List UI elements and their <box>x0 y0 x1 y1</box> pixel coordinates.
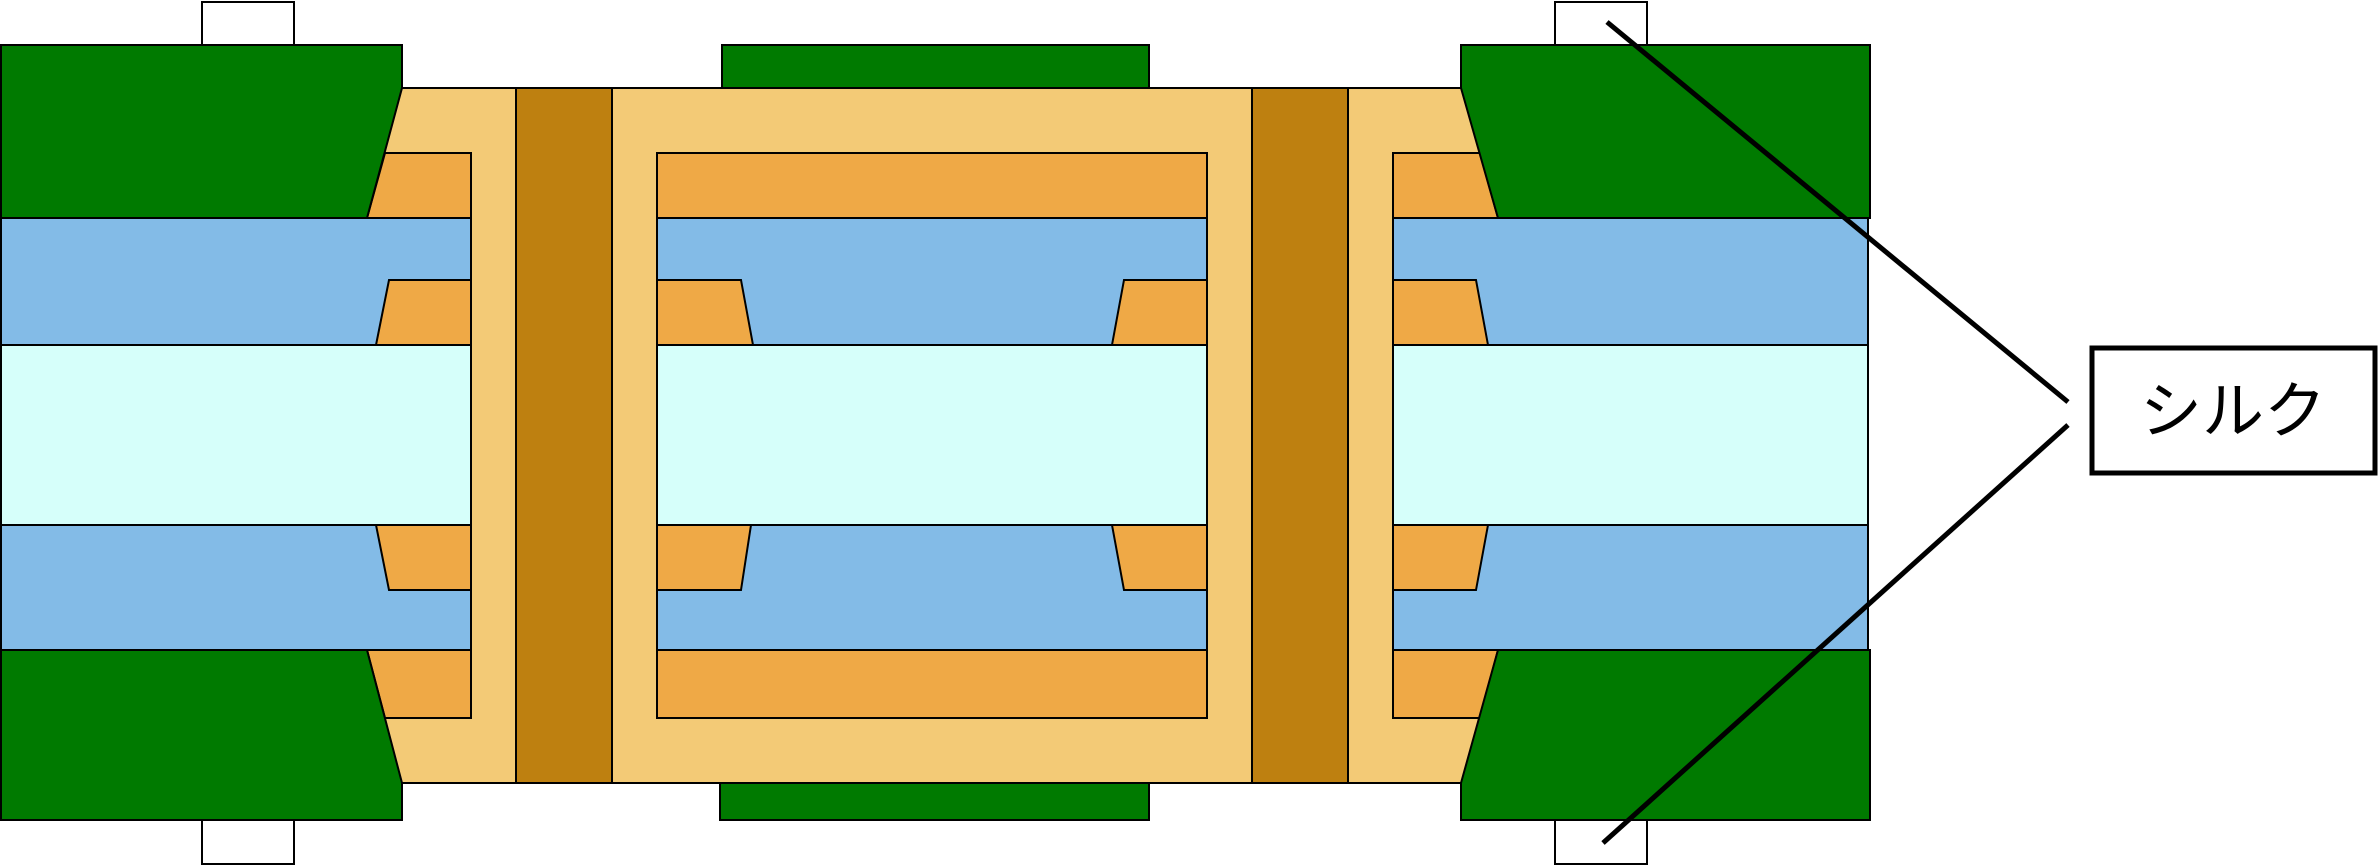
core-layer-center <box>656 344 1208 526</box>
via-fill-left <box>515 87 613 784</box>
copper-pad-right-l3 <box>1392 524 1490 591</box>
callout-box-frame <box>2089 345 2378 476</box>
copper-pad-center-l3-right <box>1110 524 1208 591</box>
callout-leader-upper <box>1605 20 2070 404</box>
copper-pad-right-l2 <box>1392 279 1490 346</box>
silk-marking-top-left <box>201 1 295 47</box>
copper-plane-center-bottom <box>656 649 1208 719</box>
solder-resist-top-center <box>721 44 1150 89</box>
callout-leader-lower <box>1601 423 2070 845</box>
via-fill-right <box>1251 87 1349 784</box>
solder-resist-top-left <box>0 44 403 219</box>
solder-resist-bottom-center <box>719 782 1150 821</box>
copper-pad-left-l2 <box>374 279 472 346</box>
solder-resist-top-right <box>1460 44 1871 219</box>
silk-marking-bottom-right <box>1554 819 1648 865</box>
core-layer-right <box>1392 344 1869 526</box>
solder-resist-bottom-right <box>1460 649 1871 821</box>
callout-label: シルク <box>2140 375 2326 448</box>
solder-resist-bottom-left <box>0 649 403 821</box>
copper-pad-left-l3 <box>374 524 472 591</box>
callout-box: シルク <box>2089 345 2378 476</box>
silk-marking-bottom-left <box>201 819 295 865</box>
copper-plane-center-top <box>656 152 1208 219</box>
copper-pad-center-l2-right <box>1110 279 1208 346</box>
silk-marking-top-right <box>1554 1 1648 47</box>
core-layer-left <box>0 344 472 526</box>
copper-pad-center-l2-left <box>656 279 755 346</box>
copper-pad-center-l3-left <box>656 524 753 591</box>
